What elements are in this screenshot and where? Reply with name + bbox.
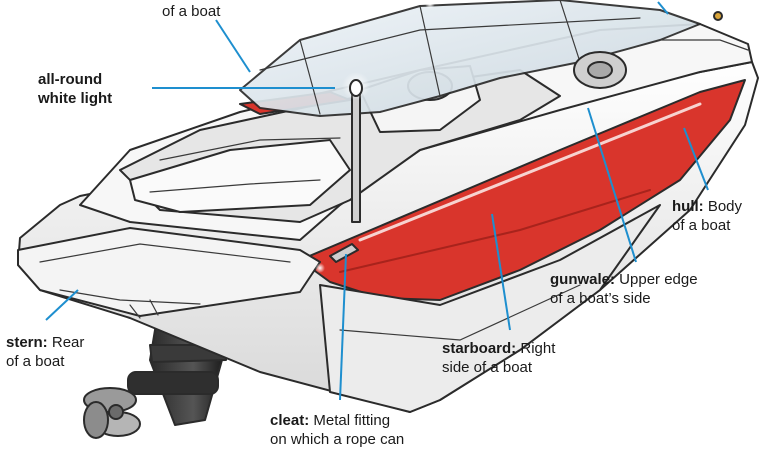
boat-illustration	[17, 0, 759, 439]
label-stern: stern: Rear of a boat	[6, 334, 85, 370]
propeller-icon	[83, 387, 141, 439]
light-icon	[342, 72, 370, 223]
label-hull: hull: Body of a boat	[672, 198, 743, 234]
label-cleat: cleat: Metal fitting on which a rope can	[270, 412, 405, 448]
label-all-round-white-light: all-round white light	[38, 71, 113, 107]
label-gunwale: gunwale: Upper edge of a boat’s side	[550, 271, 698, 307]
label-top-partial: of a boat	[162, 3, 221, 20]
label-starboard: starboard: Right side of a boat	[442, 340, 556, 376]
swim-platform	[17, 227, 321, 317]
leader-lines	[45, 1, 709, 401]
cleat	[329, 243, 359, 263]
